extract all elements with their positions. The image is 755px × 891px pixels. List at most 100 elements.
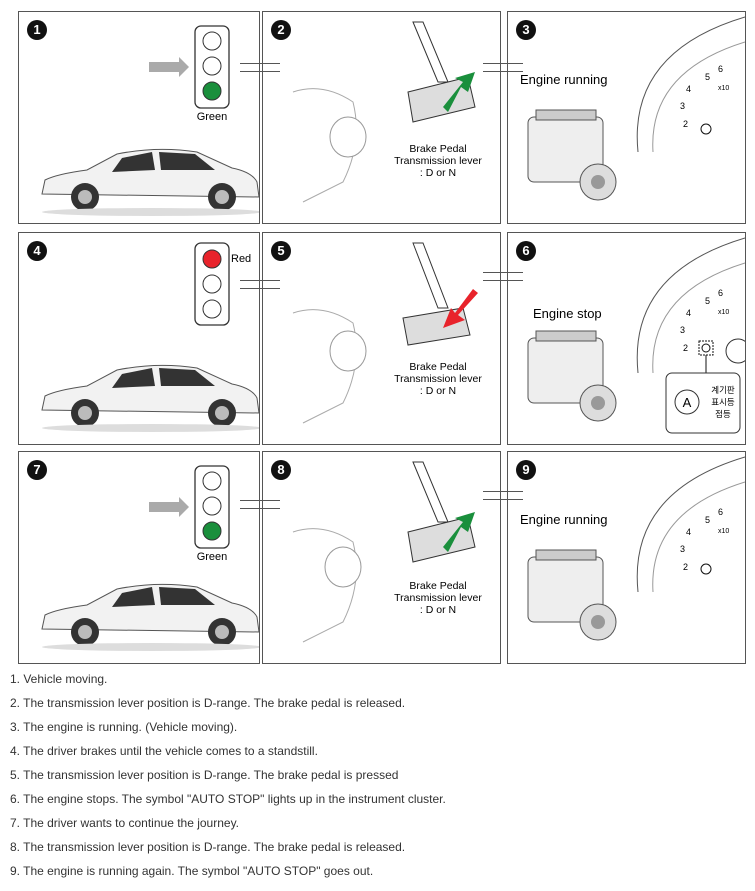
svg-text:5: 5 — [705, 515, 710, 525]
connector — [240, 71, 280, 72]
connector — [240, 288, 280, 289]
panel-2-pedal-released: 2 Brake Pedal Transmission lever : D or … — [262, 11, 501, 224]
svg-text:A: A — [683, 395, 692, 410]
light-middle — [202, 496, 222, 516]
light-green — [202, 81, 222, 101]
pedal-label-line-3: : D or N — [420, 604, 456, 616]
svg-text:2: 2 — [683, 119, 688, 129]
caption-1: 1. Vehicle moving. — [10, 672, 108, 686]
callout-line-3: 점등 — [715, 409, 731, 419]
svg-text:3: 3 — [680, 325, 685, 335]
svg-text:5: 5 — [705, 72, 710, 82]
caption-9: 9. The engine is running again. The symb… — [10, 864, 374, 878]
auto-stop-symbol-icon — [701, 343, 711, 353]
svg-text:x10: x10 — [718, 309, 729, 316]
step-number: 2 — [271, 20, 291, 40]
svg-text:6: 6 — [718, 507, 723, 517]
caption-5: 5. The transmission lever position is D-… — [10, 768, 399, 782]
panel-6-engine-stop: 6 2 3 4 5 6 x10 A 계기판 표시등 점등 Engine stop — [507, 232, 746, 445]
step-number: 7 — [27, 460, 47, 480]
brake-pedal-illustration: Brake Pedal Transmission lever : D or N — [292, 461, 482, 643]
light-middle — [202, 274, 222, 294]
auto-stop-symbol-icon — [700, 123, 712, 135]
connector — [240, 280, 280, 281]
svg-text:6: 6 — [718, 288, 723, 298]
svg-text:3: 3 — [680, 544, 685, 554]
car-icon — [41, 148, 259, 216]
panel-3-engine-running: 3 2 3 4 5 6 x10 Engine running — [507, 11, 746, 224]
step-number: 1 — [27, 20, 47, 40]
caption-7: 7. The driver wants to continue the jour… — [10, 816, 240, 830]
pedal-label-line-1: Brake Pedal — [409, 143, 466, 155]
caption-6: 6. The engine stops. The symbol "AUTO ST… — [10, 792, 446, 806]
light-middle — [202, 56, 222, 76]
car-icon — [41, 583, 259, 651]
traffic-light-illustration: Red — [41, 242, 259, 432]
auto-stop-large-icon — [674, 389, 700, 415]
brake-pedal-illustration: Brake Pedal Transmission lever : D or N — [292, 21, 482, 203]
engine-gauge-illustration: 2 3 4 5 6 x10 Engine running — [520, 456, 745, 641]
engine-icon — [527, 330, 617, 422]
connector — [483, 63, 523, 64]
svg-text:4: 4 — [686, 84, 691, 94]
panel-7-continue-journey: 7 Green — [18, 451, 260, 664]
connector — [483, 280, 523, 281]
light-red — [202, 249, 222, 269]
arrow-up-icon — [443, 512, 475, 552]
arrow-up-icon — [443, 72, 475, 112]
light-bottom — [202, 299, 222, 319]
traffic-light-illustration: Green — [41, 25, 259, 216]
engine-status-label: Engine running — [520, 72, 607, 87]
panel-4-vehicle-stopping: 4 Red — [18, 232, 260, 445]
panel-8-pedal-released: 8 Brake Pedal Transmission lever : D or … — [262, 451, 501, 664]
svg-text:5: 5 — [705, 296, 710, 306]
arrow-down-icon — [443, 289, 478, 328]
engine-icon — [527, 109, 617, 201]
engine-gauge-illustration: 2 3 4 5 6 x10 Engine running — [520, 16, 745, 201]
brake-pedal-illustration: Brake Pedal Transmission lever : D or N — [292, 242, 482, 424]
light-label: Red — [231, 253, 251, 265]
arrow-right-icon — [149, 57, 189, 77]
svg-text:2: 2 — [683, 562, 688, 572]
pedal-label-line-1: Brake Pedal — [409, 580, 466, 592]
auto-stop-callout — [665, 372, 741, 434]
car-icon — [41, 364, 259, 432]
pedal-label-line-1: Brake Pedal — [409, 361, 466, 373]
caption-8: 8. The transmission lever position is D-… — [10, 840, 406, 854]
arrow-right-icon — [149, 497, 189, 517]
step-number: 5 — [271, 241, 291, 261]
svg-text:4: 4 — [686, 527, 691, 537]
caption-2: 2. The transmission lever position is D-… — [10, 696, 406, 710]
callout-line-1: 계기판 — [711, 385, 735, 395]
connector — [483, 499, 523, 500]
connector — [483, 71, 523, 72]
step-number: 3 — [516, 20, 536, 40]
engine-status-label: Engine stop — [533, 306, 602, 321]
panel-1-vehicle-moving: 1 Green — [18, 11, 260, 224]
engine-status-label: Engine running — [520, 512, 607, 527]
light-label: Green — [197, 551, 228, 563]
pedal-label-line-2: Transmission lever — [394, 373, 482, 385]
svg-text:2: 2 — [683, 343, 688, 353]
step-number: 8 — [271, 460, 291, 480]
auto-stop-symbol-icon — [700, 563, 712, 575]
traffic-light-illustration: Green — [41, 465, 259, 651]
connector — [483, 491, 523, 492]
svg-text:6: 6 — [718, 64, 723, 74]
svg-text:3: 3 — [680, 101, 685, 111]
callout-line-2: 표시등 — [711, 397, 735, 407]
caption-3: 3. The engine is running. (Vehicle movin… — [10, 720, 238, 734]
pedal-label-line-2: Transmission lever — [394, 155, 482, 167]
light-label: Green — [197, 111, 228, 123]
panel-5-pedal-pressed: 5 Brake Pedal Transmission lever : D or … — [262, 232, 501, 445]
connector — [240, 500, 280, 501]
connector — [240, 508, 280, 509]
svg-text:x10: x10 — [718, 85, 729, 92]
light-green — [202, 521, 222, 541]
pedal-label-line-3: : D or N — [420, 385, 456, 397]
caption-4: 4. The driver brakes until the vehicle c… — [10, 744, 318, 758]
pedal-label-line-3: : D or N — [420, 167, 456, 179]
step-number: 9 — [516, 460, 536, 480]
step-number: 4 — [27, 241, 47, 261]
engine-icon — [527, 549, 617, 641]
